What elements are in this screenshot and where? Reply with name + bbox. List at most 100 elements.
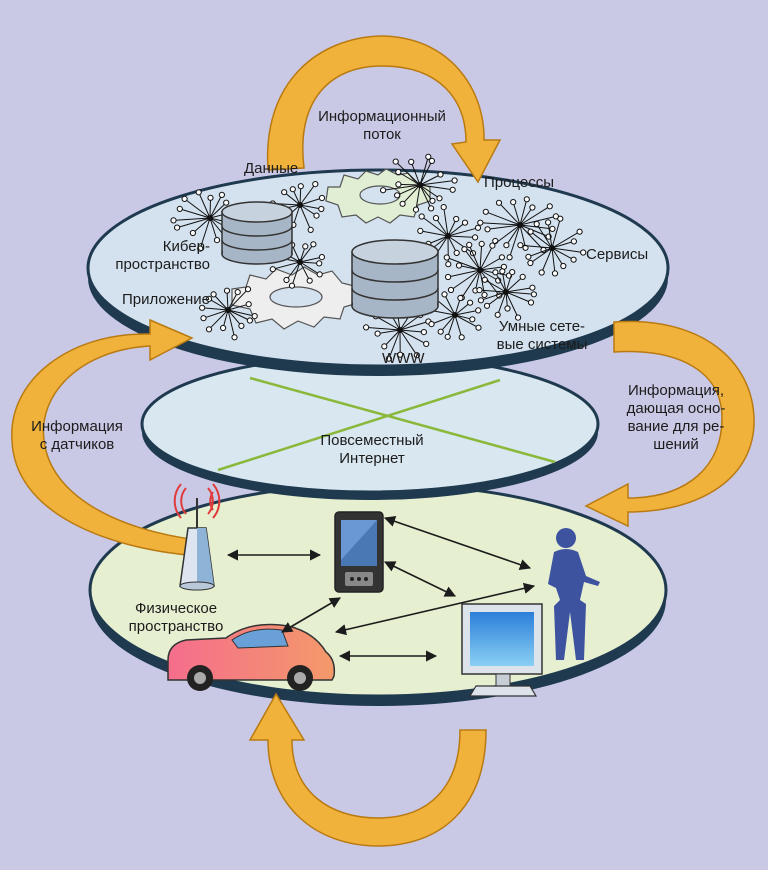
cluster-node xyxy=(483,302,491,309)
cluster-link xyxy=(505,287,533,293)
cluster-link xyxy=(396,184,421,196)
cluster-node xyxy=(499,268,506,275)
cluster-node xyxy=(458,334,465,341)
cluster-link xyxy=(501,271,507,293)
cluster-link xyxy=(415,184,421,210)
cluster-node xyxy=(246,317,253,324)
cluster-node xyxy=(519,273,526,280)
cluster-node xyxy=(447,286,455,294)
cluster-node xyxy=(476,287,483,294)
cluster-node xyxy=(210,291,217,298)
cluster-node xyxy=(425,153,432,160)
cluster-link xyxy=(505,271,513,293)
cluster-node xyxy=(515,314,522,321)
smart-networks-label: Умные сете- вые системы xyxy=(496,318,588,353)
cluster-link xyxy=(551,240,575,249)
cluster-node xyxy=(397,351,404,358)
cluster-node xyxy=(313,212,320,219)
cluster-node xyxy=(546,203,553,210)
cluster-link xyxy=(547,222,553,249)
cluster-link xyxy=(399,321,429,331)
cluster-link xyxy=(447,218,457,237)
cluster-link xyxy=(421,216,449,237)
cluster-link xyxy=(447,235,474,254)
cluster-link xyxy=(447,269,481,278)
cluster-link xyxy=(519,207,533,226)
cluster-node xyxy=(506,254,513,261)
cluster-node xyxy=(469,316,476,323)
cluster-link xyxy=(209,217,218,241)
cluster-node xyxy=(408,158,415,165)
cluster-link xyxy=(480,222,521,226)
cluster-link xyxy=(461,269,481,298)
antenna-icon xyxy=(173,483,221,591)
cyberspace-label: Кибер- пространство xyxy=(115,238,210,273)
cluster-node xyxy=(281,189,288,196)
cluster-node xyxy=(475,307,482,314)
cluster-node xyxy=(269,266,276,273)
cluster-link xyxy=(227,291,239,311)
cluster-node xyxy=(451,177,458,184)
cluster-node xyxy=(428,321,435,328)
cluster-link xyxy=(291,261,301,286)
cluster-link xyxy=(492,224,521,247)
cluster-node xyxy=(307,226,314,233)
cluster-link xyxy=(463,248,481,271)
monitor-icon xyxy=(461,603,543,697)
cluster-node xyxy=(310,241,317,248)
sensor-info-label: Информация с датчиков xyxy=(31,418,123,453)
cluster-node xyxy=(529,204,536,211)
cluster-node xyxy=(445,261,452,268)
cluster-link xyxy=(192,217,211,234)
cluster-node xyxy=(457,294,464,302)
cluster-node xyxy=(318,254,325,261)
cluster-node xyxy=(477,297,484,304)
cluster-link xyxy=(198,192,211,219)
cluster-hub xyxy=(517,222,523,228)
cluster-node xyxy=(195,189,202,196)
cluster-link xyxy=(419,184,440,199)
cluster-link xyxy=(419,180,455,186)
cluster-node xyxy=(381,343,388,350)
cluster-link xyxy=(443,207,449,237)
car-icon xyxy=(167,623,336,691)
cluster-node xyxy=(437,328,444,335)
cluster-hub xyxy=(397,327,403,333)
database-icon xyxy=(351,239,439,319)
cluster-node xyxy=(297,183,304,190)
info-flow-label: Информационный поток xyxy=(318,108,446,143)
cluster-node xyxy=(494,311,501,318)
cluster-node xyxy=(453,215,460,223)
cluster-link xyxy=(375,315,401,331)
cluster-link xyxy=(227,309,242,327)
cluster-node xyxy=(413,352,420,359)
cluster-node xyxy=(445,273,452,281)
cluster-link xyxy=(184,198,211,219)
cluster-node xyxy=(420,329,427,336)
cluster-hub xyxy=(207,215,213,221)
ubiquitous-internet-label: Повсеместный Интернет xyxy=(320,432,424,467)
cluster-link xyxy=(505,276,524,293)
cluster-link xyxy=(299,261,320,275)
cluster-link xyxy=(446,257,481,271)
cluster-node xyxy=(444,333,451,340)
cluster-link xyxy=(479,256,503,271)
cluster-node xyxy=(189,229,196,237)
cluster-link xyxy=(551,247,564,267)
internet-link-line xyxy=(249,376,556,464)
cluster-node xyxy=(170,217,177,224)
cluster-node xyxy=(312,181,319,188)
cluster-link xyxy=(420,230,449,237)
cluster-node xyxy=(316,271,323,278)
cluster-node xyxy=(234,289,241,296)
cluster-node xyxy=(525,253,532,260)
cluster-link xyxy=(399,329,418,356)
cluster-link xyxy=(479,243,483,271)
cluster-node xyxy=(363,324,370,331)
flow-arrow-top xyxy=(266,35,502,184)
cluster-link xyxy=(199,217,211,249)
person-icon xyxy=(548,528,600,660)
cluster-link xyxy=(299,204,312,231)
cluster-hub xyxy=(477,267,483,273)
cluster-node xyxy=(443,254,450,261)
